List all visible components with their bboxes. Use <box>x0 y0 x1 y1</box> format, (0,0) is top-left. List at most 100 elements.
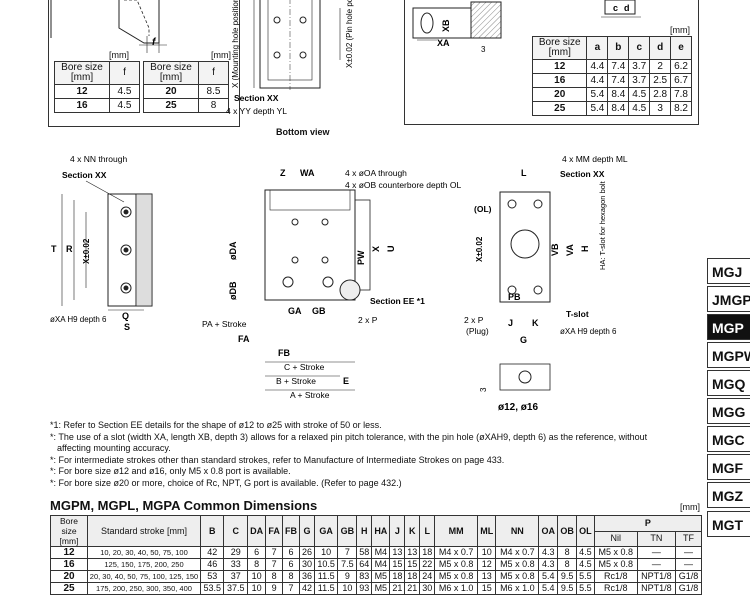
side-tab-mgj[interactable]: MGJ <box>707 258 750 284</box>
db-label: øDB <box>228 281 238 300</box>
note: *: For bore size ø12 and ø16, only M5 x … <box>50 466 291 476</box>
cell: 21 <box>389 582 406 595</box>
cell: — <box>636 546 677 559</box>
cell: 16 <box>54 98 110 113</box>
k-label: K <box>532 318 539 328</box>
gb-label: GB <box>312 306 326 316</box>
col-header: Standard stroke [mm] <box>87 515 201 547</box>
cell: 53 <box>199 570 225 583</box>
cell: G1/8 <box>675 582 702 595</box>
cell: 6.7 <box>670 73 692 88</box>
cell: 53.5 <box>199 582 225 595</box>
cell: 13 <box>477 570 497 583</box>
col-header: MM <box>434 515 479 547</box>
side-tab-jmgp[interactable]: JMGP <box>707 286 750 312</box>
cell: M6 x 1.0 <box>495 582 540 595</box>
side-tab-mgp[interactable]: MGP <box>707 314 750 340</box>
end-view-left-drawing: 4 x NN through Section XX T R X±0.02 Q ø… <box>50 154 153 332</box>
section-title: MGPM, MGPL, MGPA Common Dimensions <box>50 498 318 513</box>
cell: 8.4 <box>607 87 630 102</box>
col-header: FA <box>265 515 283 547</box>
bore-size-cell: 16 <box>50 558 88 571</box>
stroke-cell: 10, 20, 30, 40, 50, 75, 100 <box>87 546 201 559</box>
mm-label: 4 x MM depth ML <box>562 154 628 164</box>
side-tab-mgg[interactable]: MGG <box>707 398 750 424</box>
cell: 4.5 <box>628 101 651 116</box>
z-label: Z <box>280 168 286 178</box>
cell: 4.3 <box>538 558 559 571</box>
h-label: H <box>580 246 590 253</box>
cell: 9 <box>337 570 358 583</box>
col-header: OB <box>557 515 578 547</box>
cell: M5 x 0.8 <box>593 558 638 571</box>
g-label: G <box>520 335 527 345</box>
cell: 6 <box>281 546 301 559</box>
cell: 33 <box>223 558 248 571</box>
cell: 7.4 <box>607 73 630 88</box>
cell: 36 <box>299 570 315 583</box>
side-tab-mgz[interactable]: MGZ <box>707 482 750 508</box>
cell: NPT1/8 <box>636 570 677 583</box>
side-view-drawing: Z WA 4 x øOA through 4 x øOB counterbore… <box>202 168 462 400</box>
cell: 26 <box>299 546 315 559</box>
cell: 21 <box>404 582 421 595</box>
bottom-view-drawing: X (Mounting hole position) X±0.02 (Pin h… <box>226 0 354 116</box>
col-header: Bore size [mm] <box>50 515 88 547</box>
cell: 6.2 <box>670 59 692 74</box>
cell: M5 x 0.8 <box>434 570 479 583</box>
cell: 22 <box>419 558 436 571</box>
end-view-right-drawing: 4 x MM depth ML L Section XX (OL) X±0.02… <box>464 154 628 413</box>
side-tab-mgc[interactable]: MGC <box>707 426 750 452</box>
cell: 11.5 <box>313 570 339 583</box>
cell: 3.7 <box>628 59 651 74</box>
cell: 7.8 <box>670 87 692 102</box>
side-tab-mgpw[interactable]: MGPW <box>707 342 750 368</box>
side-tab-mgt[interactable]: MGT <box>707 511 750 537</box>
col-header: ML <box>477 515 497 547</box>
side-tab-mgq[interactable]: MGQ <box>707 370 750 396</box>
dim-f-label: f <box>152 37 157 48</box>
col-subheader: TN <box>636 530 677 547</box>
ol-label: (OL) <box>474 204 492 214</box>
note: *1: Refer to Section EE details for the … <box>50 420 382 430</box>
unit-label: [mm] <box>211 50 231 60</box>
cell: 15 <box>389 558 406 571</box>
col-header: H <box>356 515 373 547</box>
three-label: 3 <box>481 45 486 54</box>
wa-label: WA <box>300 168 315 178</box>
cell: 42 <box>299 582 315 595</box>
cell: 5.4 <box>586 87 609 102</box>
col-header: L <box>419 515 436 547</box>
cell: M5 x 0.8 <box>593 546 638 559</box>
cell: 4.4 <box>586 59 609 74</box>
cell: 18 <box>419 546 436 559</box>
e-label: E <box>343 376 349 386</box>
cell: 9.5 <box>557 570 578 583</box>
col-header: DA <box>246 515 267 547</box>
col-header: K <box>404 515 421 547</box>
cell: 13 <box>389 546 406 559</box>
cell: 4.5 <box>576 558 595 571</box>
detail-drawing: f <box>50 0 167 53</box>
ob-label: 4 x øOB counterbore depth OL <box>345 180 462 190</box>
cell: 6 <box>281 558 301 571</box>
side-tab-mgf[interactable]: MGF <box>707 454 750 480</box>
unit-label: [mm] <box>670 25 690 35</box>
cell: 30 <box>419 582 436 595</box>
cell: 13 <box>404 546 421 559</box>
oa-label: 4 x øOA through <box>345 168 407 178</box>
col-header: C <box>223 515 248 547</box>
cell: 20 <box>143 84 199 99</box>
cell: 8 <box>557 558 578 571</box>
cell: 37.5 <box>223 582 248 595</box>
plug-label: (Plug) <box>466 326 489 336</box>
ha-label: HA: T-slot for hexagon bolt <box>598 180 607 270</box>
col-header: GA <box>313 515 339 547</box>
section-xx-label: Section XX <box>62 170 107 180</box>
